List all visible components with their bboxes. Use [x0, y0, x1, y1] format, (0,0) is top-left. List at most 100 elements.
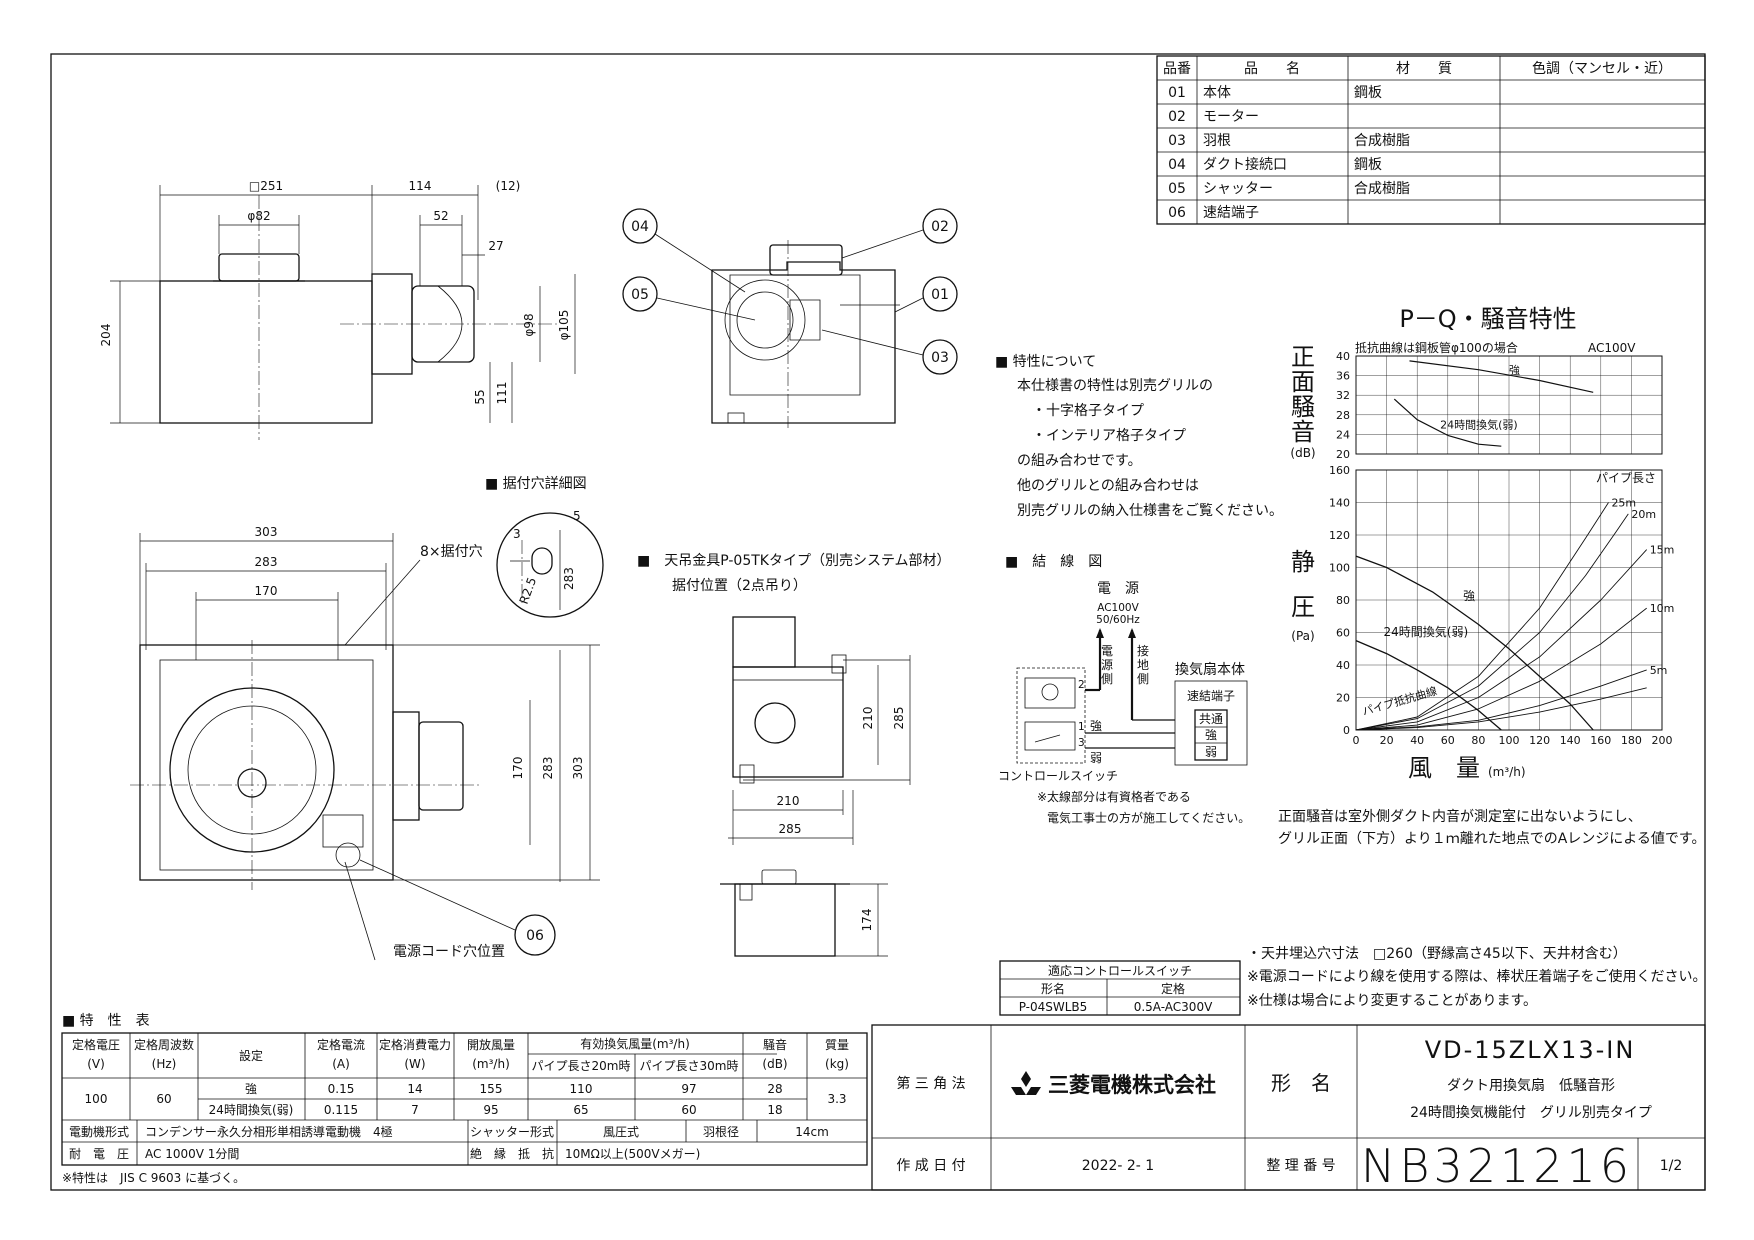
spec-h-freq-1: 定格周波数: [134, 1037, 194, 1052]
wiring-diagram: ■ 結 線 図 電 源 AC100V 50/60Hz 電 源 側 接 地 側 1…: [998, 554, 1250, 825]
parts-row-4-no: 04: [1168, 157, 1186, 173]
dim-111: 111: [495, 382, 509, 405]
x-tick-label-20: 20: [1380, 734, 1394, 747]
switch-table-rating: 0.5A-AC300V: [1134, 1000, 1213, 1014]
pressure-y-tick-60: 60: [1336, 627, 1350, 640]
noise-curve-1: [1393, 398, 1502, 447]
plan-dim-h283: 283: [541, 757, 555, 780]
chart-xunit: (m³/h): [1488, 765, 1526, 779]
features-line-2: ・十字格子タイプ: [1032, 403, 1144, 419]
noise-y-tick-24: 24: [1336, 428, 1350, 441]
title-company: 三菱電機株式会社: [1048, 1073, 1216, 1097]
spec-h-mass-2: (kg): [825, 1057, 849, 1071]
plan-view: 303 283 170 170 283 303 8×据付穴 電源コード穴位置 0…: [130, 525, 600, 961]
noise-ylabel-1: 正: [1291, 343, 1315, 371]
spec-blade: 14cm: [795, 1125, 829, 1139]
wiring-power: 電 源: [1097, 581, 1139, 597]
pipe-curve-label-0: 25m: [1611, 497, 1636, 510]
hanger-dim-210: 210: [777, 794, 800, 808]
spec-r1-pipe20: 110: [570, 1082, 593, 1096]
spec-table-title: ■ 特 性 表: [62, 1013, 150, 1029]
spec-h-setting: 設定: [239, 1048, 263, 1063]
pipe-length-label: パイプ長さ: [1596, 471, 1656, 485]
power-cord-hole-label: 電源コード穴位置: [393, 944, 505, 960]
features-line-6: 別売グリルの納入仕様書をご覧ください。: [1017, 502, 1283, 519]
wiring-ac: AC100V: [1097, 602, 1139, 614]
parts-row-4-name: ダクト接続口: [1203, 156, 1287, 173]
spec-withstand: AC 1000V 1分間: [145, 1147, 239, 1161]
hanger-dim-285: 285: [779, 822, 802, 836]
pipe-curve-0: [1355, 502, 1609, 731]
spec-footnote: ※特性は JIS C 9603 に基づく。: [62, 1170, 245, 1185]
title-desc-2: 24時間換気機能付 グリル別売タイプ: [1410, 1105, 1652, 1121]
spec-h-freq-2: (Hz): [152, 1057, 177, 1071]
hanger-title: ■ 天吊金具P-05TKタイプ（別売システム部材）: [637, 553, 951, 569]
spec-voltage: 100: [85, 1092, 108, 1106]
balloon-02: 02: [931, 219, 949, 235]
spec-shutter: 風圧式: [603, 1125, 639, 1139]
pressure-y-tick-100: 100: [1329, 562, 1350, 575]
parts-row-3-material: 合成樹脂: [1354, 133, 1410, 149]
wiring-terminal: 速結端子: [1187, 689, 1235, 703]
spec-insulation: 10MΩ以上(500Vメガー): [565, 1147, 700, 1161]
plan-dim-h303: 303: [571, 757, 585, 780]
parts-header-color: 色調（マンセル・近）: [1532, 60, 1672, 77]
x-tick-label-140: 140: [1560, 734, 1581, 747]
control-switch-box: [1016, 667, 1086, 764]
spec-r2-noise: 18: [767, 1103, 782, 1117]
spec-shutter-label: シャッター形式: [470, 1125, 554, 1139]
pipe-curve-5: [1355, 687, 1647, 731]
hanger-subtitle: 据付位置（2点吊り）: [672, 578, 807, 594]
wiring-power-side-3: 側: [1101, 672, 1113, 686]
pressure-y-tick-0: 0: [1343, 724, 1350, 737]
noise-ylabel-2: 面: [1291, 368, 1315, 396]
wiring-num-3: 3: [1078, 737, 1085, 749]
switch-table-h-model: 形名: [1041, 981, 1065, 996]
x-tick-label-120: 120: [1529, 734, 1550, 747]
pressure-y-tick-140: 140: [1329, 497, 1350, 510]
pq-curve-label-1: 24時間換気(弱): [1384, 624, 1469, 639]
wiring-ground-side-2: 地: [1137, 658, 1149, 672]
pressure-y-tick-120: 120: [1329, 529, 1350, 542]
noise-footnote-1: 正面騒音は室外側ダクト内音が測定室に出ないようにし、: [1278, 808, 1642, 825]
dim-phi82: φ82: [247, 209, 270, 223]
pressure-y-tick-20: 20: [1336, 692, 1350, 705]
noise-y-tick-32: 32: [1336, 389, 1350, 402]
switch-table-model: P-04SWLB5: [1019, 1000, 1088, 1014]
noise-ylabel-4: 音: [1291, 418, 1315, 446]
x-tick-label-60: 60: [1441, 734, 1455, 747]
noise-ac: AC100V: [1588, 341, 1636, 355]
noise-footnote-2: グリル正面（下方）より１ｍ離れた地点でのAレンジによる値です。: [1278, 830, 1705, 847]
dim-sq251: □251: [249, 179, 283, 193]
pipe-curve-label-1: 20m: [1631, 508, 1656, 521]
spec-h-noise-1: 騒音: [763, 1037, 787, 1052]
parts-row-6-no: 06: [1168, 205, 1186, 221]
detail-dim-r25: R2.5: [517, 575, 540, 606]
parts-row-2-name: モーター: [1203, 109, 1259, 125]
pipe-curve-3: [1355, 607, 1647, 731]
terminal-common: 共通: [1199, 712, 1223, 726]
wiring-fan-body: 換気扇本体: [1175, 662, 1245, 678]
spec-r1-current: 0.15: [328, 1082, 355, 1096]
parts-row-1-name: 本体: [1203, 85, 1231, 101]
mitsubishi-logo-icon: [1011, 1071, 1041, 1095]
spec-r1-airflow: 155: [480, 1082, 503, 1096]
pipe-curve-label-3: 10m: [1650, 602, 1675, 615]
spec-r2-pipe20: 65: [573, 1103, 588, 1117]
parts-row-3-name: 羽根: [1203, 133, 1231, 149]
noise-y-tick-36: 36: [1336, 370, 1350, 383]
spec-withstand-label: 耐 電 圧: [69, 1147, 129, 1161]
noise-y-tick-20: 20: [1336, 448, 1350, 461]
spec-h-airflow-1: 開放風量: [467, 1037, 515, 1052]
noise-y-tick-40: 40: [1336, 350, 1350, 363]
right-note-1: ・天井埋込穴寸法 □260（野縁高さ45以下、天井材含む）: [1247, 945, 1627, 962]
pq-curve-1: [1355, 640, 1502, 731]
switch-table: 適応コントロールスイッチ 形名 定格 P-04SWLB5 0.5A-AC300V: [999, 960, 1241, 1016]
balloon-06: 06: [526, 928, 544, 944]
hanger-dim-h210: 210: [861, 707, 875, 730]
balloon-03: 03: [931, 350, 949, 366]
plan-dim-h170: 170: [511, 757, 525, 780]
spec-h-pipe20: パイプ長さ20m時: [532, 1059, 631, 1073]
title-projection: 第 三 角 法: [896, 1075, 965, 1092]
noise-curve-label-1: 24時間換気(弱): [1440, 418, 1518, 432]
